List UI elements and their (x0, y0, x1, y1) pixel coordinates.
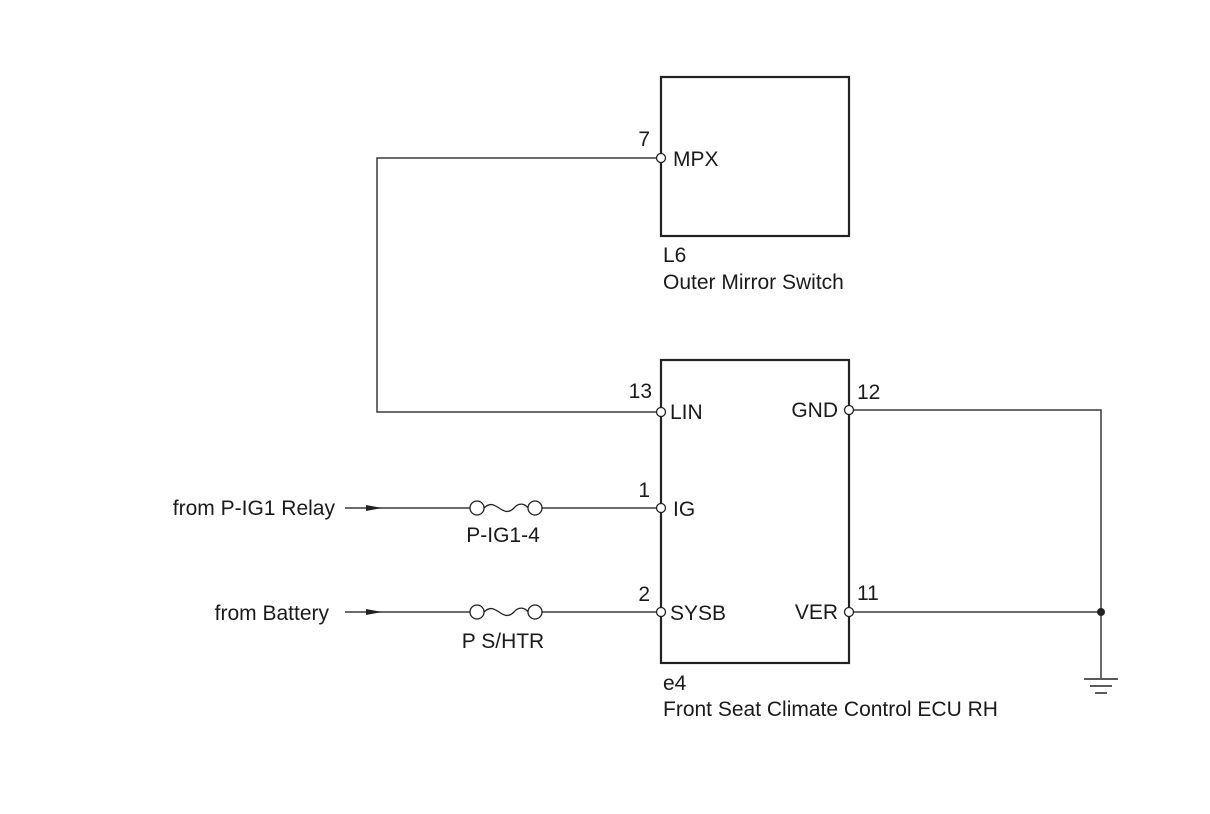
terminal-gnd (843, 404, 855, 416)
mirror-switch-name: Outer Mirror Switch (663, 271, 844, 294)
ground-symbol (1084, 678, 1118, 694)
arrow-battery-icon (366, 609, 382, 615)
pin-number-sysb: 2 (638, 583, 650, 606)
pin-name-gnd: GND (791, 399, 838, 422)
pin-name-ver: VER (795, 601, 838, 624)
climate-ecu-code: e4 (663, 672, 687, 695)
fuse-ig-label: P-IG1-4 (466, 524, 540, 547)
climate-ecu-name: Front Seat Climate Control ECU RH (663, 698, 998, 721)
wire-gnd-to-ground (852, 409, 1102, 678)
terminal-sysb (655, 606, 667, 618)
terminal-mpx (655, 152, 667, 164)
source-battery-label: from Battery (215, 602, 330, 625)
pin-number-lin: 13 (629, 380, 652, 403)
fuse-battery (469, 604, 543, 620)
fuse-battery-label: P S/HTR (462, 630, 544, 653)
pin-name-sysb: SYSB (670, 602, 726, 625)
pin-name-ig: IG (673, 498, 695, 521)
terminal-lin (655, 406, 667, 418)
pin-name-mpx: MPX (673, 148, 719, 171)
junction-dot (1097, 608, 1105, 616)
pin-number-gnd: 12 (857, 381, 880, 404)
terminal-ig (655, 502, 667, 514)
pin-name-lin: LIN (670, 401, 703, 424)
wire-mpx-lin (376, 157, 658, 413)
fuse-ig (469, 500, 543, 516)
terminal-ver (843, 606, 855, 618)
source-relay-label: from P-IG1 Relay (173, 497, 336, 520)
pin-number-mpx: 7 (638, 128, 650, 151)
pin-number-ver: 11 (857, 582, 879, 605)
pin-number-ig: 1 (638, 479, 650, 502)
climate-ecu-box (659, 358, 851, 665)
arrow-relay-icon (366, 505, 382, 511)
mirror-switch-code: L6 (663, 244, 686, 267)
